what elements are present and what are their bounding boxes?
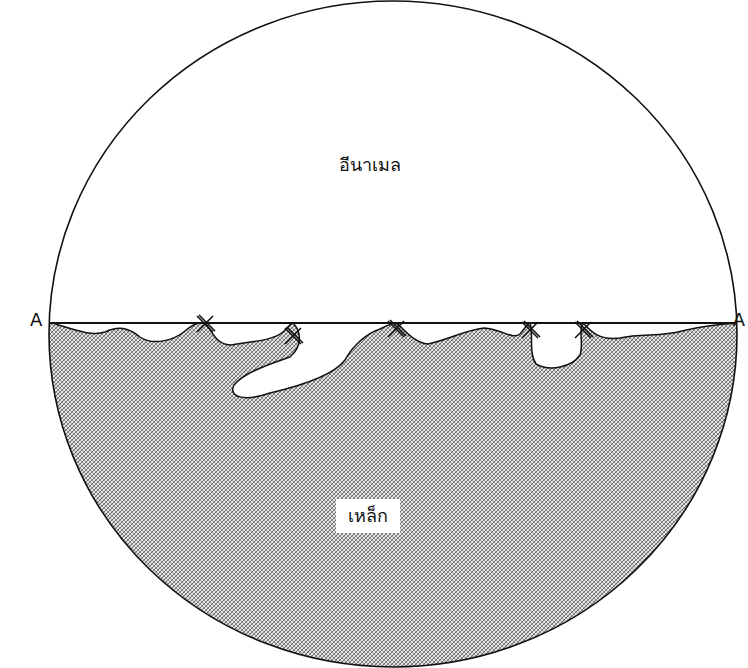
section-outline bbox=[49, 1, 737, 667]
defect-marks bbox=[197, 315, 593, 344]
section-letter: A bbox=[30, 309, 42, 331]
material-label: อีนาเมล bbox=[339, 154, 401, 176]
steel-region bbox=[0, 323, 748, 668]
material-label: เหล็ก bbox=[336, 499, 400, 533]
section-letter: A bbox=[733, 309, 745, 331]
